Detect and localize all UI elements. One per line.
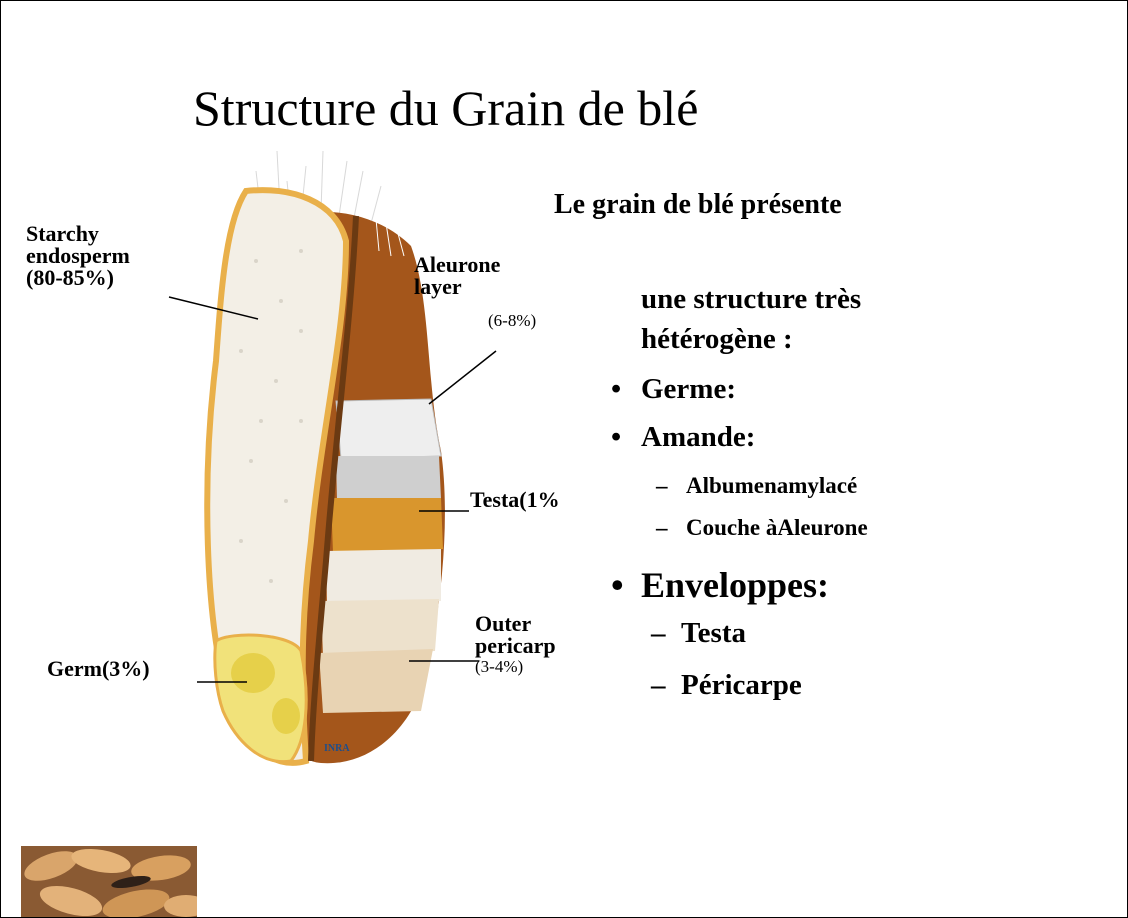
sub-bullet-label: Péricarpe xyxy=(681,669,802,701)
label-aleurone-line2: layer xyxy=(414,276,462,298)
bullet-dot: • xyxy=(611,564,641,606)
dash-marker: – xyxy=(651,617,681,650)
sub-bullet-label: Albumenamylacé xyxy=(686,473,857,498)
outer-tier xyxy=(319,649,433,713)
label-starchy-line3: (80-85%) xyxy=(26,267,114,289)
label-starchy-line2: endosperm xyxy=(26,245,130,267)
bullet-label: Germe: xyxy=(641,373,736,405)
sub-bullet-label: Couche àAleurone xyxy=(686,515,868,540)
label-starchy-line1: Starchy xyxy=(26,223,99,245)
sub-bullet-label: Testa xyxy=(681,617,746,649)
label-outer-line1: Outer xyxy=(475,613,531,635)
dash-marker: – xyxy=(656,473,686,499)
sub-bullet-testa: –Testa xyxy=(651,617,746,650)
wheat-grain-illustration xyxy=(1,1,601,801)
wheat-grains-photo xyxy=(21,846,197,918)
sub-bullet-albumen: –Albumenamylacé xyxy=(656,473,857,499)
label-outer-line2: pericarp xyxy=(475,635,556,657)
dash-marker: – xyxy=(651,669,681,702)
label-outer-pct: (3-4%) xyxy=(475,657,523,677)
bullet-germe: •Germe: xyxy=(611,373,736,406)
sub-bullet-pericarpe: –Péricarpe xyxy=(651,669,802,702)
bullet-dot: • xyxy=(611,373,641,406)
gray-tier xyxy=(336,456,441,501)
label-aleurone-line1: Aleurone xyxy=(414,254,500,276)
bullet-dot: • xyxy=(611,421,641,454)
bullet-label: Enveloppes: xyxy=(641,565,829,605)
intro-text: Le grain de blé présente xyxy=(554,189,842,221)
label-aleurone-pct: (6-8%) xyxy=(488,311,536,331)
sub-bullet-aleurone: –Couche àAleurone xyxy=(656,515,868,541)
bullet-enveloppes: •Enveloppes: xyxy=(611,564,829,606)
label-testa: Testa(1% xyxy=(470,489,560,511)
dash-marker: – xyxy=(656,515,686,541)
inra-credit: INRA xyxy=(324,743,350,754)
beige-tier xyxy=(321,599,439,656)
testa-tier xyxy=(331,498,443,553)
germ-embryo xyxy=(231,653,275,693)
bullet-amande: •Amande: xyxy=(611,421,755,454)
subintro-line1: une structure très xyxy=(641,279,861,319)
aleurone-tier xyxy=(336,399,441,459)
white-tier xyxy=(326,549,441,605)
bullet-label: Amande: xyxy=(641,421,755,453)
label-germ: Germ(3%) xyxy=(47,658,150,680)
subintro-line2: hétérogène : xyxy=(641,319,793,359)
germ xyxy=(215,635,306,762)
germ-scutellum xyxy=(272,698,300,734)
